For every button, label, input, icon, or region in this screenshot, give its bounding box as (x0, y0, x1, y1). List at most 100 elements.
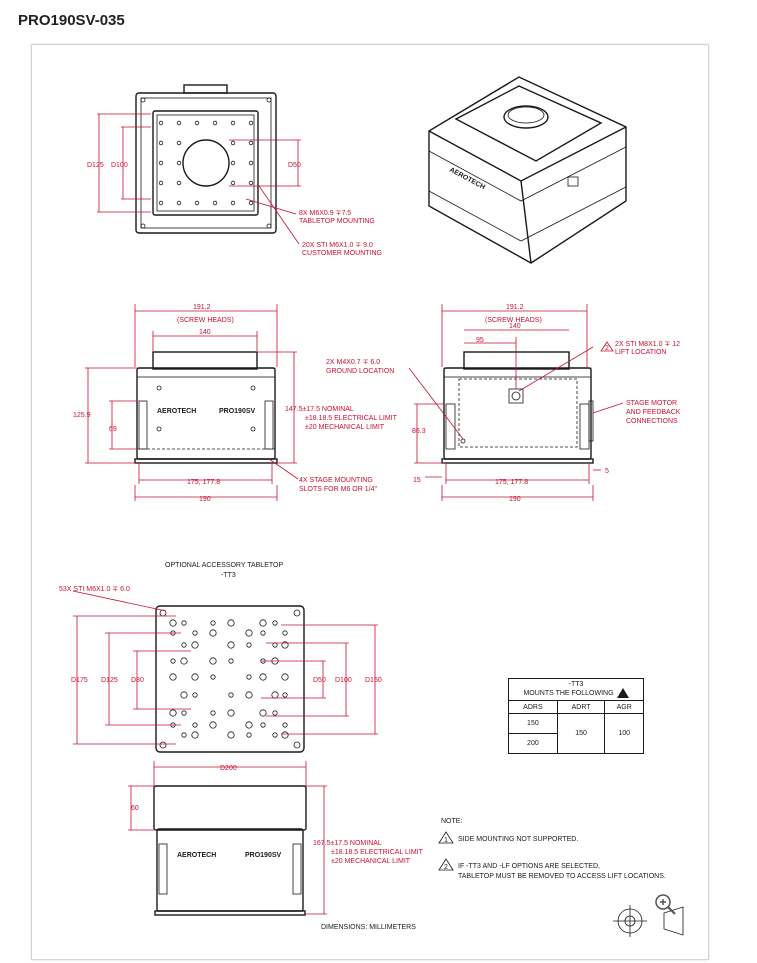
dim-front-140: 140 (199, 329, 211, 336)
tabletop-hole (246, 674, 252, 680)
tabletop-hole (246, 642, 252, 648)
table-cell: 150 (508, 713, 558, 734)
tabletop-view: OPTIONAL ACCESSORY TABLETOP -TT3 53X STI… (59, 562, 382, 753)
tabletop-hole (192, 722, 198, 728)
dim-top-d50: D50 (288, 162, 301, 169)
note-front-height-2: ±18.18.5 ELECTRICAL LIMIT (305, 415, 398, 422)
drawing-canvas: D125 D100 D50 8X M6X0.9 ∓7.5 TABLETOP MO… (59, 76, 684, 937)
table-cell: 200 (508, 733, 558, 754)
note-tts-height-1: 167.5±17.5 NOMINAL (313, 840, 382, 847)
tabletop-hole (180, 657, 188, 665)
dim-front-slots: 175, 177.8 (187, 479, 220, 486)
tabletop-hole (181, 642, 187, 648)
isometric-view: AEROTECH (428, 76, 627, 264)
mounting-hole (194, 200, 200, 206)
tabletop-side-view: D200 AEROTECH PRO190SV 60 167.5±17.5 NOM… (128, 761, 424, 916)
dim-side-95: 95 (476, 337, 484, 344)
dim-side-slots: 175, 177.8 (495, 479, 528, 486)
table-header: AGR (604, 700, 644, 714)
dim-tt-d150: D150 (365, 677, 382, 684)
table-header: ADRT (556, 700, 606, 714)
tabletop-hole (169, 673, 177, 681)
table-cell: 150 (556, 713, 606, 754)
tabletop-hole (259, 673, 267, 681)
mounting-hole (176, 140, 182, 146)
warning-icon (616, 688, 629, 698)
tabletop-compatibility-table: -TT3 MOUNTS THE FOLLOWING ADRS ADRT AGR … (508, 678, 644, 754)
note-motor-2: AND FEEDBACK (626, 409, 681, 416)
dim-side-190: 190 (509, 496, 521, 503)
tabletop-hole (227, 709, 235, 717)
tabletop-hole (282, 722, 288, 728)
dim-front-overall: 191.2 (193, 304, 211, 311)
dim-tt-d175: D175 (71, 677, 88, 684)
tabletop-hole (181, 620, 187, 626)
dim-top-d125: D125 (87, 162, 104, 169)
dim-front-125: 125.9 (73, 412, 91, 419)
note-2-marker: 2 (444, 864, 448, 871)
note-front-slots-1: 4X STAGE MOUNTING (299, 477, 373, 484)
note-ground-2: GROUND LOCATION (326, 368, 394, 375)
tabletop-hole (191, 641, 199, 649)
note-tts-height-3: ±20 MECHANICAL LIMIT (331, 858, 411, 865)
drawing-sheet: D125 D100 D50 8X M6X0.9 ∓7.5 TABLETOP MO… (31, 44, 709, 960)
tabletop-hole (181, 710, 187, 716)
tabletop-hole (169, 709, 177, 717)
tabletop-hole (210, 710, 216, 716)
mounting-hole (248, 200, 254, 206)
dim-side-overall: 191.2 (506, 304, 524, 311)
dim-tt-d100: D100 (335, 677, 352, 684)
dim-front-overall-sub: (SCREW HEADS) (177, 317, 234, 324)
tabletop-hole (192, 692, 198, 698)
tabletop-hole (192, 630, 198, 636)
note-lift-1: 2X STI M8X1.0 ∓ 12 (615, 341, 680, 348)
mounting-hole (230, 120, 236, 126)
dim-side-15: 15 (413, 477, 421, 484)
tabletop-hole (260, 630, 266, 636)
mounting-hole (248, 120, 254, 126)
note-motor-1: STAGE MOTOR (626, 400, 677, 407)
dim-tt-d125: D125 (101, 677, 118, 684)
tabletop-hole (191, 673, 199, 681)
tabletop-hole (245, 629, 253, 637)
front-brand: AEROTECH (157, 408, 196, 415)
tabletop-hole (228, 658, 234, 664)
note-tabletop-mounting-1: 8X M6X0.9 ∓7.5 (299, 210, 351, 217)
front-model: PRO190SV (219, 408, 256, 415)
tabletop-hole (281, 641, 289, 649)
mounting-hole (248, 160, 254, 166)
dim-tt-d50: D50 (313, 677, 326, 684)
mounting-hole (248, 140, 254, 146)
tabletop-hole (272, 710, 278, 716)
tts-model: PRO190SV (245, 852, 282, 859)
mounting-hole (212, 120, 218, 126)
tabletop-hole (260, 722, 266, 728)
notes: NOTE: 1 SIDE MOUNTING NOT SUPPORTED. 2 I… (438, 818, 666, 880)
tabletop-hole (170, 658, 176, 664)
warning-icon (438, 858, 454, 871)
tabletop-hole (272, 732, 278, 738)
tabletop-hole (245, 721, 253, 729)
note-motor-3: CONNECTIONS (626, 418, 678, 425)
zoom-in-icon (655, 894, 676, 915)
tabletop-hole (209, 657, 217, 665)
tabletop-hole (210, 674, 216, 680)
table-header: ADRS (508, 700, 558, 714)
dim-side-140: 140 (509, 323, 521, 330)
dim-front-69: 69 (109, 426, 117, 433)
mounting-hole (194, 120, 200, 126)
dim-tts-60: 60 (131, 805, 139, 812)
dim-side-86: 86.3 (412, 428, 426, 435)
tabletop-hole (281, 673, 289, 681)
mounting-hole (158, 120, 164, 126)
note-tts-height-2: ±18.18.5 ELECTRICAL LIMIT (331, 849, 424, 856)
tabletop-hole (181, 732, 187, 738)
note-1-text: SIDE MOUNTING NOT SUPPORTED. (458, 836, 578, 843)
mounting-hole (230, 200, 236, 206)
note-customer-mounting-2: CUSTOMER MOUNTING (302, 250, 382, 257)
notes-heading: NOTE: (441, 818, 462, 825)
tabletop-hole (227, 731, 235, 739)
lift-marker: 2 (605, 345, 609, 352)
table-cell: 100 (604, 713, 644, 754)
zoom-in-button[interactable] (652, 891, 680, 919)
